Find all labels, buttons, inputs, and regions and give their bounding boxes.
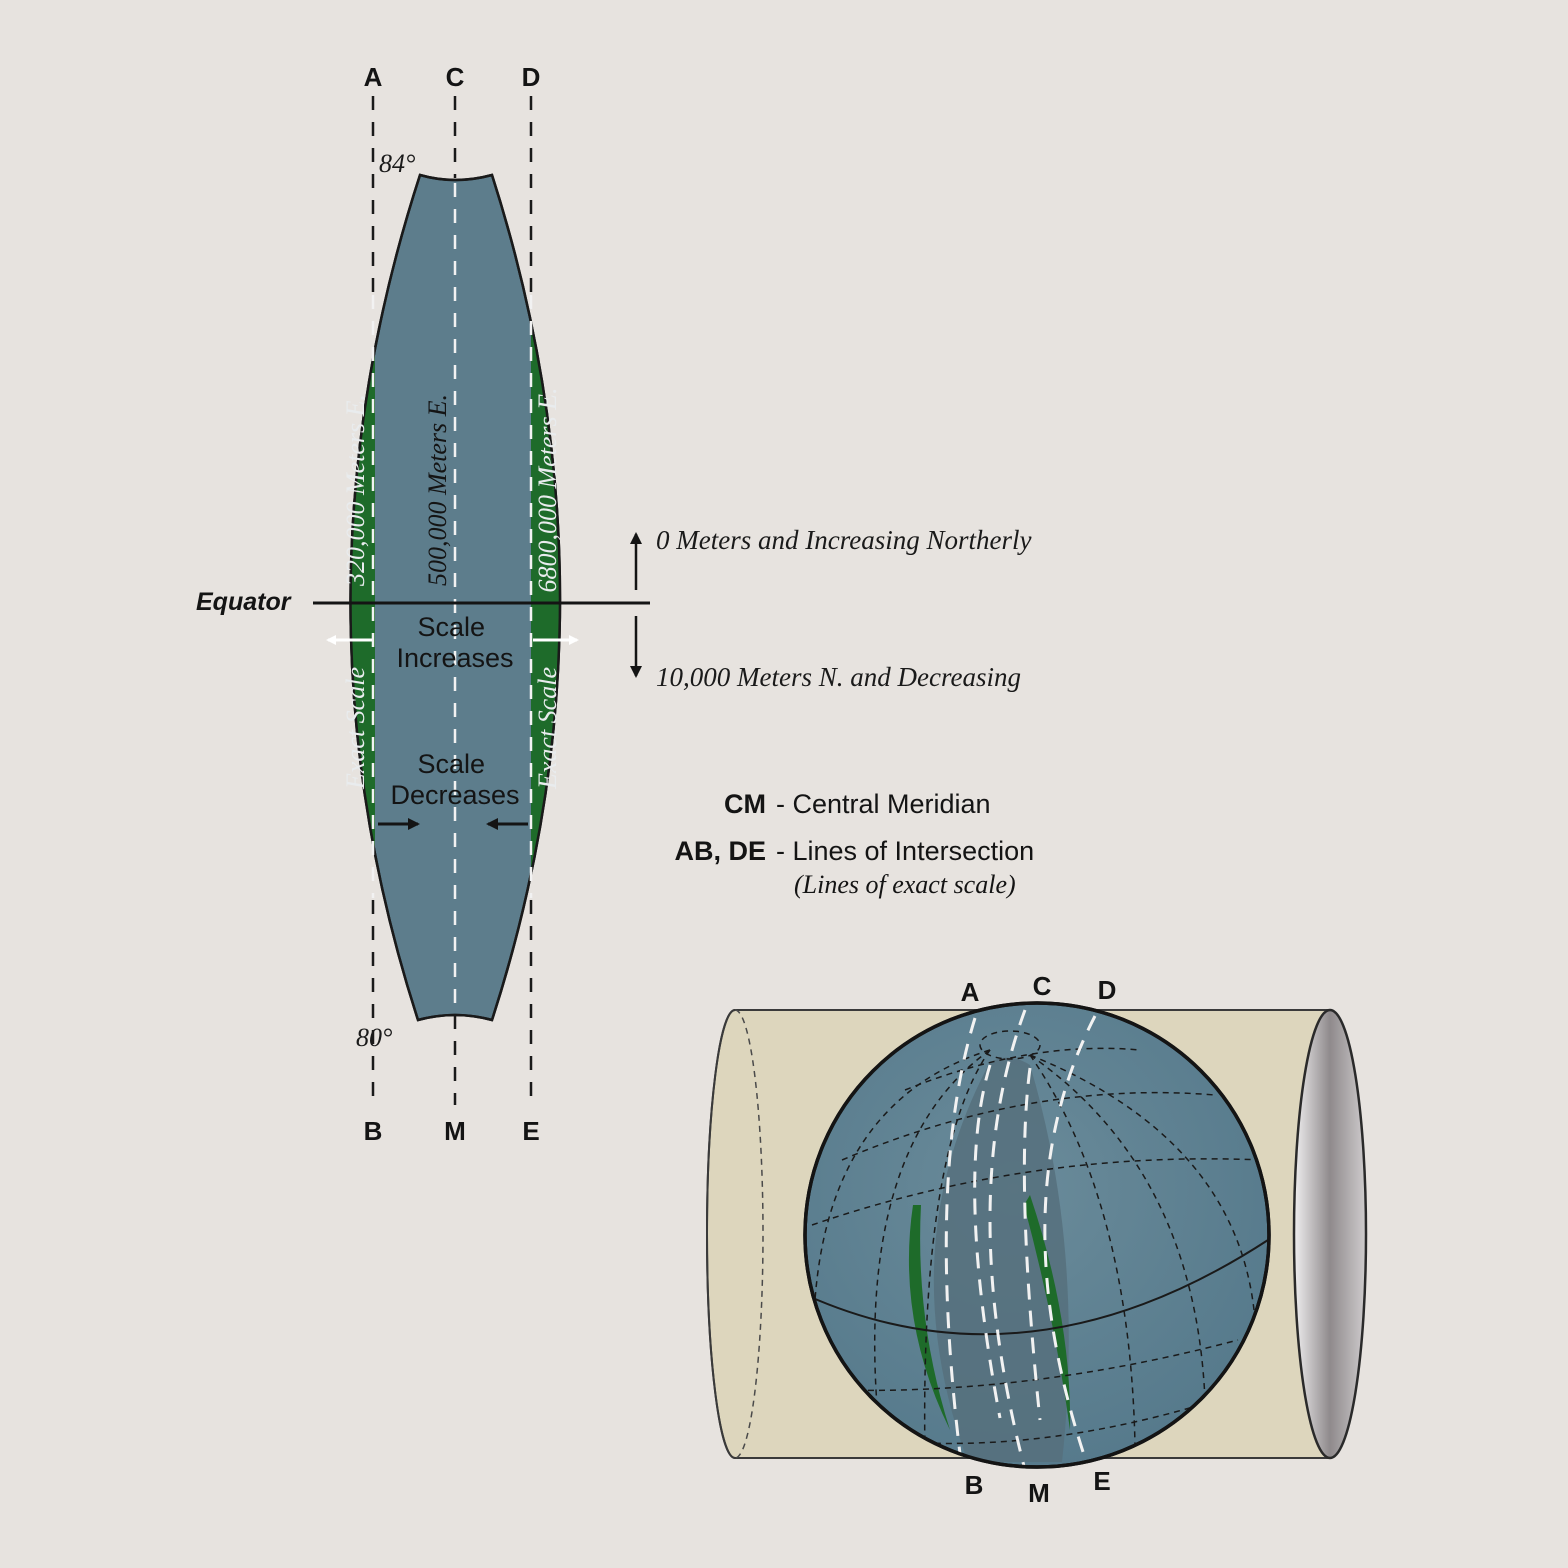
label-e-bottom: E [522, 1116, 539, 1146]
globe-label-d: D [1098, 975, 1117, 1005]
legend-cm: CM [724, 789, 766, 819]
label-c-top: C [446, 62, 465, 92]
label-m-bottom: M [444, 1116, 466, 1146]
globe-line-ab [944, 1017, 977, 1467]
legend-ab-de-text: - Lines of Intersection [776, 836, 1034, 866]
globe-label-e: E [1093, 1466, 1110, 1496]
globe-line-de [1043, 1015, 1097, 1459]
globe-line-cm [988, 1009, 1027, 1467]
legend-cm-text: - Central Meridian [776, 789, 991, 819]
utm-zone-diagram: A C D B M E 84° 80° 320,000 Meters E. 50… [196, 62, 1031, 1146]
exact-scale-right-label: Exact Scale [533, 667, 562, 790]
scale-decreases-label: Scale Decreases [390, 749, 519, 810]
cylinder-opening [1292, 1008, 1368, 1460]
easting-center-label: 500,000 Meters E. [423, 394, 452, 586]
globe-zone-band [933, 1057, 1069, 1462]
exact-scale-strip-left [350, 290, 375, 900]
legend-ab-de: AB, DE [674, 836, 766, 866]
globe-label-b: B [965, 1470, 984, 1500]
legend: CM - Central Meridian AB, DE - Lines of … [674, 789, 1034, 899]
globe-exact-scale-right [1024, 1195, 1071, 1430]
latitude-south-label: 80° [356, 1023, 392, 1052]
south-note: 10,000 Meters N. and Decreasing [656, 662, 1021, 692]
latitude-north-label: 84° [379, 149, 415, 178]
easting-right-label: 6800,000 Meters E. [533, 387, 562, 592]
globe-cylinder-diagram: A C D B M E [706, 971, 1368, 1508]
equator-label: Equator [196, 588, 292, 616]
label-d-top: D [522, 62, 541, 92]
globe-label-a: A [961, 977, 980, 1007]
label-b-bottom: B [364, 1116, 383, 1146]
label-a-top: A [364, 62, 383, 92]
easting-left-label: 320,000 Meters E. [341, 394, 370, 587]
globe-label-c: C [1033, 971, 1052, 1001]
globe-label-m: M [1028, 1478, 1050, 1508]
exact-scale-left-label: Exact Scale [341, 667, 370, 790]
globe-exact-scale-left [908, 1205, 950, 1430]
north-note: 0 Meters and Increasing Northerly [656, 525, 1031, 555]
scale-increases-label: Scale Increases [396, 612, 513, 673]
globe-equator [805, 1239, 1269, 1336]
legend-ab-de-sub: (Lines of exact scale) [794, 870, 1016, 899]
